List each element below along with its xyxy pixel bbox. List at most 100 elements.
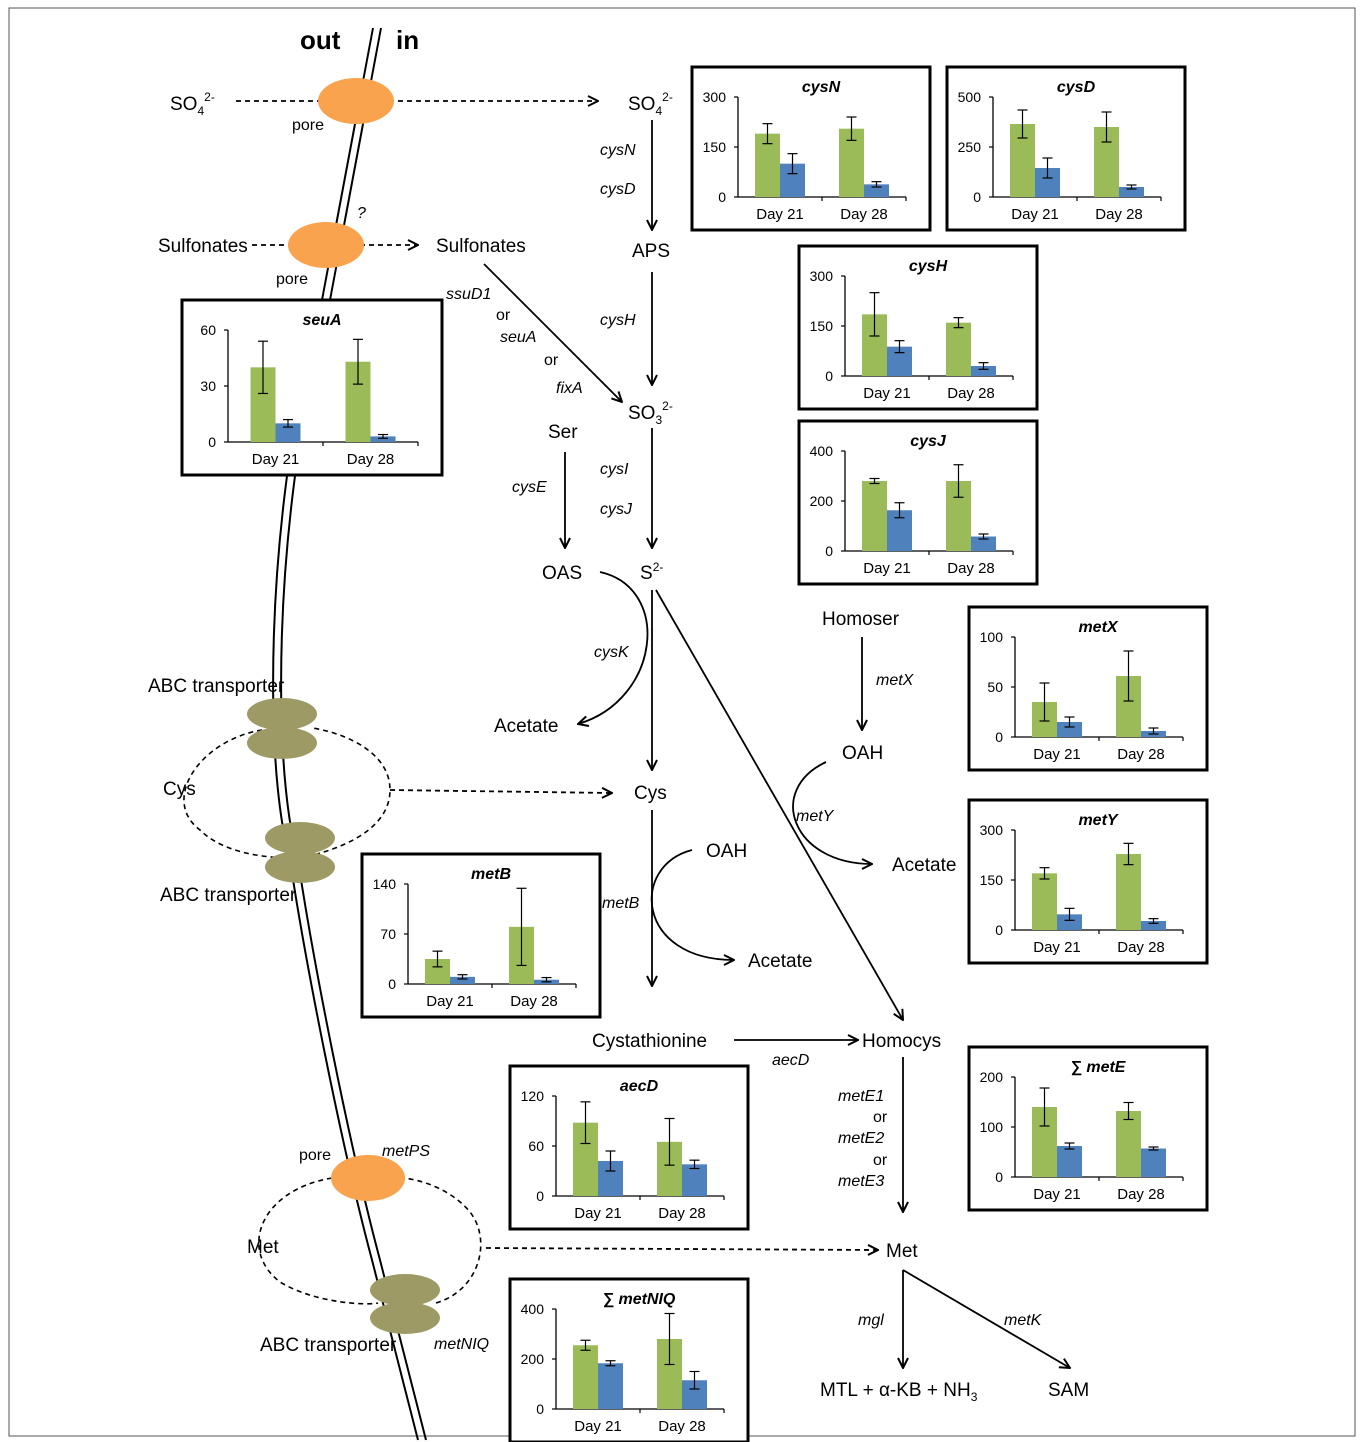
met-in-label: Met [886,1241,918,1262]
bar-day-21-s1 [1032,873,1057,930]
y-tick-label: 0 [388,976,396,992]
chart-title: metY [1078,812,1118,829]
category-label: Day 21 [1033,746,1081,763]
y-tick-label: 150 [980,872,1004,888]
bar-day-28-s1 [1116,854,1141,930]
question-mark: ? [357,205,366,222]
y-tick-label: 0 [536,1188,544,1204]
gene-cysI-label: cysI [600,461,629,478]
cystathionine-label: Cystathionine [592,1031,707,1052]
y-tick-label: 0 [825,368,833,384]
chart-title: aecD [620,1078,659,1095]
gene-metE3-label: metE3 [838,1173,884,1190]
gene-cysJ-label: cysJ [600,501,633,518]
or-2-label: or [544,352,559,369]
category-label: Day 28 [510,993,558,1010]
bar-day-21-s1 [862,481,887,551]
chart-border [945,65,1187,232]
category-label: Day 28 [658,1205,706,1222]
gene-metB-label: metB [602,895,640,912]
category-label: Day 21 [1033,939,1081,956]
bar-day-28-s2 [1141,921,1166,930]
chart-border [180,298,444,477]
y-tick-label: 0 [536,1401,544,1417]
chart-title: metX [1078,619,1118,636]
y-tick-label: 300 [980,822,1004,838]
category-label: Day 28 [947,385,995,402]
y-tick-label: 120 [521,1088,545,1104]
y-tick-label: 100 [980,1119,1004,1135]
category-label: Day 21 [426,993,474,1010]
gene-mgl-label: mgl [858,1312,884,1329]
or-1-label: or [496,307,511,324]
homocys-label: Homocys [862,1031,941,1052]
pore-1 [318,78,394,124]
category-label: Day 28 [1095,206,1143,223]
so4-out-label: SO42- [170,90,215,118]
y-tick-label: 200 [980,1069,1004,1085]
arrow-oas-acetate [578,571,649,724]
gene-cysK-label: cysK [594,644,630,661]
gene-fixA-label: fixA [556,380,583,397]
category-label: Day 28 [1117,746,1165,763]
arrow-oah-acetate-2 [650,849,734,960]
gene-cysD-label: cysD [600,181,636,198]
y-tick-label: 400 [810,443,834,459]
y-tick-label: 0 [995,922,1003,938]
pore-3-label: pore [299,1147,331,1164]
category-label: Day 28 [1117,939,1165,956]
pore-2 [288,222,364,268]
chart-title: cysD [1057,79,1096,96]
in-label: in [396,25,419,55]
chart-border [508,1064,750,1231]
category-label: Day 21 [863,560,911,577]
gene-cysN-label: cysN [600,142,636,159]
y-tick-label: 70 [380,926,396,942]
chart-border [690,65,932,232]
category-label: Day 21 [756,206,804,223]
ser-label: Ser [548,422,578,443]
category-label: Day 21 [1033,1186,1081,1203]
y-tick-label: 150 [810,318,834,334]
gene-metPS-label: metPS [382,1143,430,1160]
y-tick-label: 0 [995,729,1003,745]
cys-transport-arrow [389,790,612,793]
y-tick-label: 500 [958,89,982,105]
bar-day-21-s2 [598,1363,623,1409]
so4-in-label: SO42- [628,90,673,118]
y-tick-label: 300 [810,268,834,284]
acetate-1-label: Acetate [494,716,558,737]
y-tick-label: 300 [703,89,727,105]
gene-ssuD1-label: ssuD1 [446,286,491,303]
arrow-oah-acetate [792,761,872,864]
out-label: out [300,25,341,55]
bar-day-21-s2 [1057,1146,1082,1177]
cys-out-label: Cys [163,779,196,800]
y-tick-label: 100 [980,629,1004,645]
gene-aecD-label: aecD [772,1052,810,1069]
cys-in-label: Cys [634,783,667,804]
category-label: Day 28 [347,451,395,468]
gene-cysE-label: cysE [512,479,547,496]
abc-transporter-1-label: ABC transporter [148,676,285,697]
chart-title: metB [471,866,511,883]
category-label: Day 21 [1011,206,1059,223]
y-tick-label: 140 [373,876,397,892]
pore-1-label: pore [292,117,324,134]
gene-seuA-label: seuA [500,329,536,346]
category-label: Day 21 [252,451,300,468]
acetate-2-label: Acetate [892,855,956,876]
oah-1-label: OAH [842,743,883,764]
chart-border [360,852,602,1019]
sulfonates-out-label: Sulfonates [158,236,248,257]
abc-transporter-2 [265,822,335,883]
